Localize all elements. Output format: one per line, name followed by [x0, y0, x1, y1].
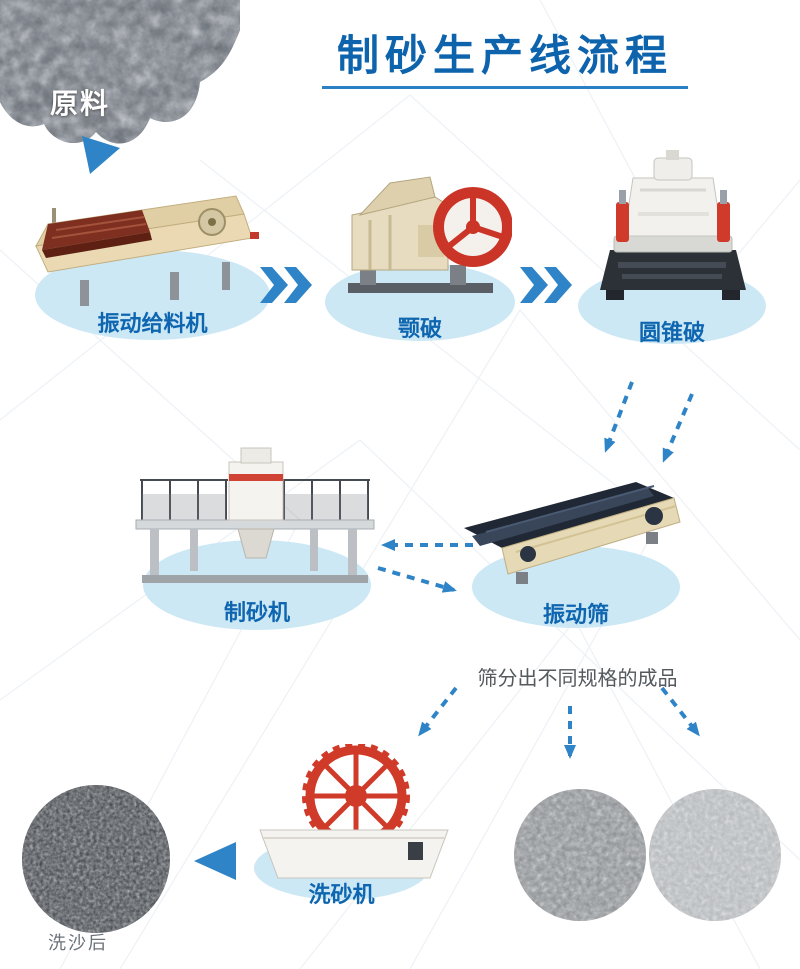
sand-maker-illustration: [135, 447, 375, 583]
sand-washer-illustration: [259, 744, 449, 879]
jaw-label: 颚破: [397, 316, 442, 341]
washer-label: 洗砂机: [308, 882, 375, 907]
feeder-label: 振动给料机: [97, 311, 208, 336]
vibrating-feeder-illustration: [35, 195, 259, 306]
arrow-screen-to-gravel1-icon: [564, 706, 576, 759]
vibrating-screen-illustration: [464, 482, 681, 584]
jaw-crusher-illustration: [348, 176, 512, 293]
rock-texture: [0, 0, 240, 144]
gravel-fine-photo: [649, 789, 781, 921]
gravel-coarse-photo: [514, 789, 646, 921]
arrow-screen-to-gravel2-icon: [660, 686, 700, 737]
title-underline: [322, 86, 688, 89]
sand-maker-label: 制砂机: [223, 600, 290, 625]
arrow-screen-to-washer-icon: [418, 686, 458, 737]
jaw-ellipse: [325, 263, 515, 341]
arrow-raw-to-feeder-icon: [82, 136, 120, 174]
cone-label: 圆锥破: [638, 320, 705, 345]
washed-sand-photo: [22, 785, 170, 933]
arrow-washer-to-sand-icon: [194, 842, 236, 880]
arrow-sandmaker-to-screen-icon: [377, 566, 457, 593]
arrow-feeder-to-jaw-icon: [260, 267, 312, 303]
cone-crusher-illustration: [600, 150, 746, 300]
arrow-jaw-to-cone-icon: [520, 267, 572, 303]
raw-material-label: 原料: [50, 88, 111, 119]
page-title: 制砂生产线流程: [336, 32, 673, 79]
screen-label: 振动筛: [542, 602, 609, 627]
arrow-cone-to-screen-icon: [604, 381, 694, 463]
washed-sand-label: 洗沙后: [48, 933, 108, 953]
raw-material-photo: 原料: [0, 0, 240, 172]
screen-output-note: 筛分出不同规格的成品: [477, 668, 678, 690]
